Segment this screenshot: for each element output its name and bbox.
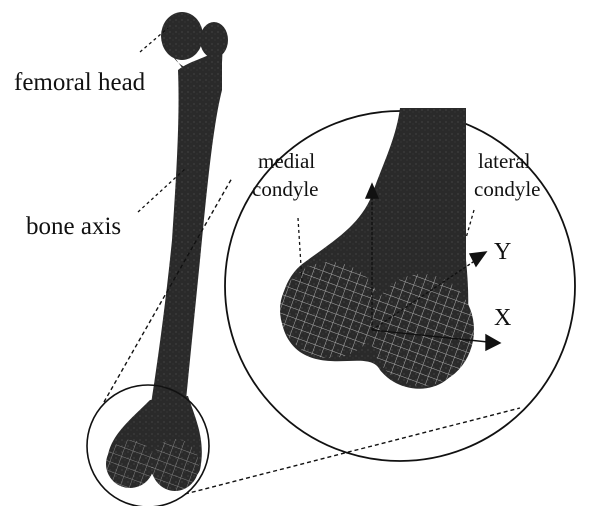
- lateral-condyle-label-line2: condyle: [474, 178, 540, 200]
- medial-condyle-label-line1: medial: [258, 150, 315, 172]
- leader-lateral-condyle: [466, 210, 474, 238]
- bone-axis-label: bone axis: [26, 214, 121, 240]
- x-axis-label: X: [494, 306, 511, 331]
- y-arrow-icon: [470, 252, 486, 266]
- y-axis-label: Y: [494, 240, 511, 265]
- femoral-head-label: femoral head: [14, 70, 145, 96]
- femur-shaft: [150, 46, 222, 410]
- femoral-head-shape: [161, 12, 203, 60]
- medial-condyle-label-line2: condyle: [252, 178, 318, 200]
- zoom-connector-bottom: [185, 408, 520, 494]
- lateral-condyle-label-line1: lateral: [478, 150, 530, 172]
- x-arrow-icon: [486, 335, 500, 350]
